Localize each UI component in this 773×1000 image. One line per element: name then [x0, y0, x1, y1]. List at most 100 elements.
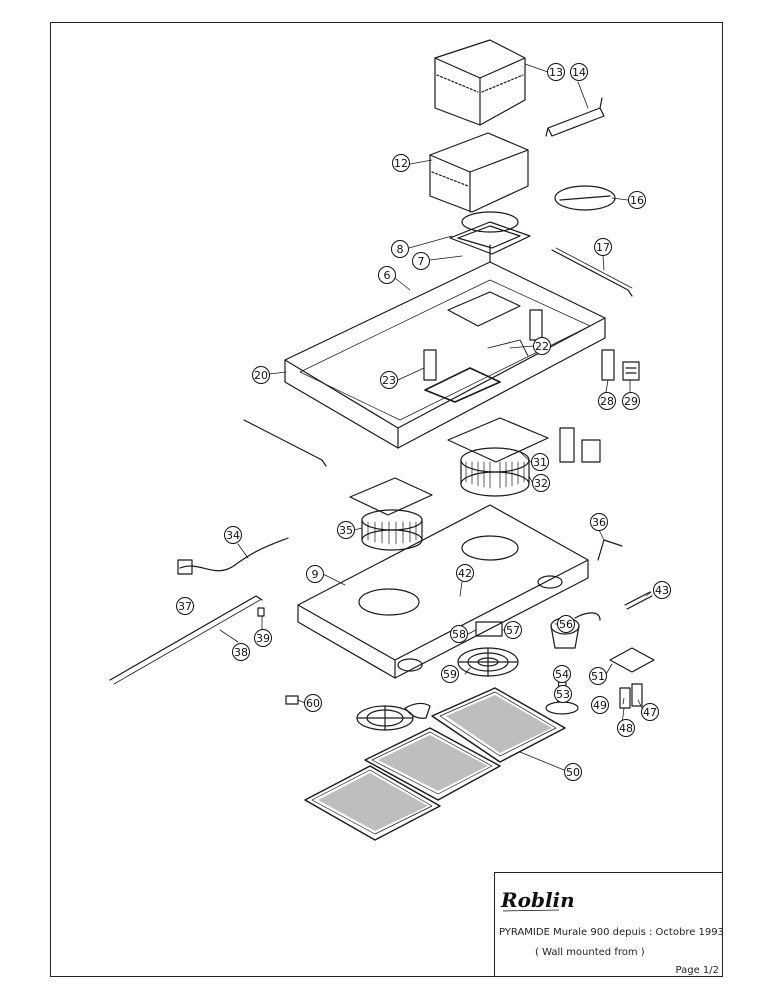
- part-number-14: 14: [572, 66, 586, 79]
- capacitors: [619, 683, 643, 709]
- part-number-42: 42: [458, 567, 472, 580]
- spring-43: [624, 591, 653, 610]
- callout-circle-48: [617, 719, 635, 737]
- motor-plate-right: [447, 417, 549, 463]
- callout-circle-28: [598, 392, 616, 410]
- lens: [545, 701, 579, 715]
- callout-circle-57: [504, 621, 522, 639]
- bracket-plate-28: [601, 349, 615, 381]
- hood-body: [284, 244, 606, 449]
- part-number-51: 51: [591, 670, 605, 683]
- clip-60: [285, 695, 299, 705]
- part-number-57: 57: [506, 624, 520, 637]
- callout-circle-37: [176, 597, 194, 615]
- part-number-13: 13: [549, 66, 563, 79]
- part-number-39: 39: [256, 632, 270, 645]
- blower-right: [460, 447, 530, 497]
- chimney-bracket: [545, 97, 605, 137]
- callout-circle-49: [591, 696, 609, 714]
- callout-circle-6: [378, 266, 396, 284]
- part-number-59: 59: [443, 668, 457, 681]
- part-number-49: 49: [593, 699, 607, 712]
- part-number-28: 28: [600, 395, 614, 408]
- callout-circle-38: [232, 643, 250, 661]
- part-number-29: 29: [624, 395, 638, 408]
- callout-circle-43: [653, 581, 671, 599]
- part-number-37: 37: [178, 600, 192, 613]
- blower-left: [361, 509, 423, 551]
- callout-circle-29: [622, 392, 640, 410]
- part-number-16: 16: [630, 194, 644, 207]
- callout-circle-9: [306, 565, 324, 583]
- part-number-7: 7: [418, 255, 425, 268]
- lower-rail: [109, 595, 263, 681]
- switch-box: [475, 621, 503, 637]
- part-number-60: 60: [306, 697, 320, 710]
- upper-chimney-cover: [434, 39, 526, 126]
- svg-text:Roblin: Roblin: [500, 888, 575, 912]
- part-number-36: 36: [592, 516, 606, 529]
- round-plate: [554, 185, 616, 211]
- callout-circle-31: [531, 453, 549, 471]
- callout-circle-12: [392, 154, 410, 172]
- callout-circle-17: [594, 238, 612, 256]
- page-number: Page 1/2: [675, 965, 719, 976]
- part-number-8: 8: [397, 243, 404, 256]
- grease-filters: [304, 687, 566, 841]
- part-number-53: 53: [556, 688, 570, 701]
- part-number-56: 56: [559, 618, 573, 631]
- callout-circle-7: [412, 252, 430, 270]
- callout-circle-51: [589, 667, 607, 685]
- callout-circle-16: [628, 191, 646, 209]
- callout-circle-42: [456, 564, 474, 582]
- part-number-50: 50: [566, 766, 580, 779]
- lower-chimney-cover: [429, 132, 529, 213]
- grille-left: [356, 705, 414, 731]
- part-number-22: 22: [535, 340, 549, 353]
- callout-circle-60: [304, 694, 322, 712]
- model-title: PYRAMIDE Murale 900 depuis : Octobre 199…: [499, 927, 724, 938]
- part-number-23: 23: [382, 374, 396, 387]
- part-number-20: 20: [254, 369, 268, 382]
- part-number-35: 35: [339, 524, 353, 537]
- mount-plate-51: [609, 647, 655, 673]
- callout-circle-56: [557, 615, 575, 633]
- callout-circle-39: [254, 629, 272, 647]
- part-number-43: 43: [655, 584, 669, 597]
- filter-mesh-texture: [318, 695, 552, 831]
- callout-circle-14: [570, 63, 588, 81]
- callout-circle-22: [533, 337, 551, 355]
- part-number-54: 54: [555, 668, 569, 681]
- leader-lines: [188, 63, 652, 771]
- part-number-48: 48: [619, 722, 633, 735]
- part-number-47: 47: [643, 706, 657, 719]
- part-number-31: 31: [533, 456, 547, 469]
- part-number-12: 12: [394, 157, 408, 170]
- part-number-32: 32: [534, 477, 548, 490]
- bracket-36: [597, 539, 623, 561]
- callout-circle-23: [380, 371, 398, 389]
- callout-circle-32: [532, 474, 550, 492]
- callout-circle-58: [450, 625, 468, 643]
- part-number-58: 58: [452, 628, 466, 641]
- fan-grille: [457, 647, 519, 677]
- side-rod: [551, 249, 633, 297]
- callout-circle-47: [641, 703, 659, 721]
- part-number-6: 6: [384, 269, 391, 282]
- power-cable: [179, 537, 289, 572]
- bracket-plate-23: [423, 349, 437, 381]
- part-number-34: 34: [226, 529, 240, 542]
- callout-circle-34: [224, 526, 242, 544]
- callout-circle-50: [564, 763, 582, 781]
- callout-circle-54: [553, 665, 571, 683]
- callout-circle-8: [391, 240, 409, 258]
- bracket-plate-22-left: [529, 309, 543, 341]
- title-block: Roblin PYRAMIDE Murale 900 depuis : Octo…: [494, 872, 724, 977]
- bracket-plate-29: [622, 361, 640, 381]
- brand-logo: Roblin: [500, 888, 575, 912]
- callout-circle-36: [590, 513, 608, 531]
- part-number-17: 17: [596, 241, 610, 254]
- callout-circle-13: [547, 63, 565, 81]
